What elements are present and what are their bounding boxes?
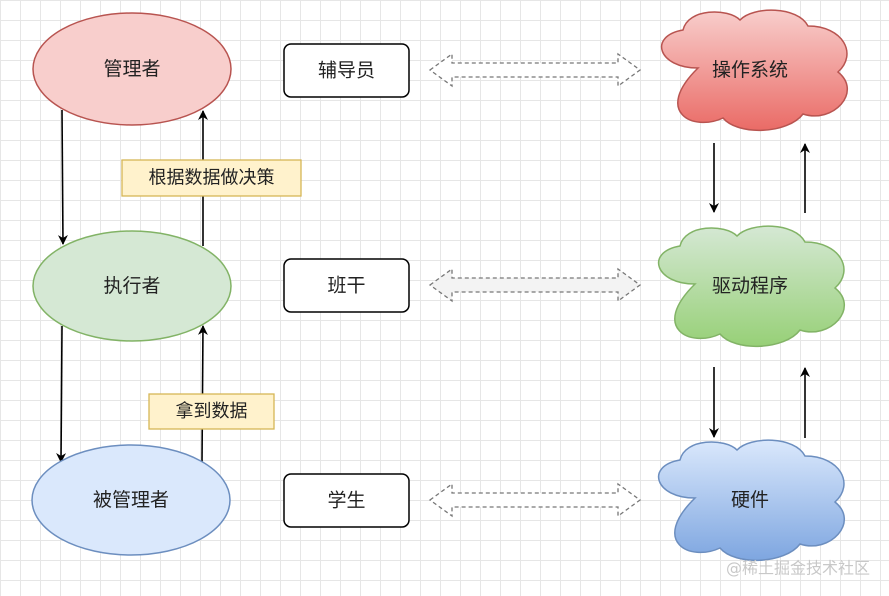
note-get-data-label: 拿到数据 — [176, 400, 248, 422]
managed-node[interactable]: 被管理者 — [31, 444, 231, 556]
arrow-executor-to-managed — [56, 325, 67, 463]
counselor-box[interactable]: 辅导员 — [283, 43, 410, 98]
double-arrow-bottom — [428, 482, 642, 518]
manager-label: 管理者 — [103, 58, 160, 80]
driver-label: 驱动程序 — [712, 275, 788, 297]
note-get-data[interactable]: 拿到数据 — [148, 393, 275, 430]
student-label: 学生 — [327, 490, 365, 512]
arrow-manager-to-executor — [57, 109, 68, 245]
student-box[interactable]: 学生 — [283, 473, 410, 528]
executor-node[interactable]: 执行者 — [32, 230, 232, 342]
hardware-cloud[interactable]: 硬件 — [658, 439, 846, 561]
double-arrow-top — [428, 52, 642, 88]
counselor-label: 辅导员 — [318, 60, 375, 82]
os-cloud[interactable]: 操作系统 — [661, 9, 849, 131]
class-cadre-box[interactable]: 班干 — [283, 258, 410, 313]
hardware-label: 硬件 — [731, 489, 769, 511]
managed-label: 被管理者 — [93, 489, 169, 511]
os-label: 操作系统 — [712, 59, 788, 81]
watermark: @稀土掘金技术社区 — [726, 559, 870, 578]
class-cadre-label: 班干 — [327, 275, 365, 297]
driver-cloud[interactable]: 驱动程序 — [658, 225, 846, 347]
double-arrow-middle — [428, 267, 642, 303]
note-decision-label: 根据数据做决策 — [149, 168, 275, 189]
manager-node[interactable]: 管理者 — [32, 12, 232, 126]
note-decision[interactable]: 根据数据做决策 — [121, 159, 302, 197]
executor-label: 执行者 — [103, 275, 160, 297]
